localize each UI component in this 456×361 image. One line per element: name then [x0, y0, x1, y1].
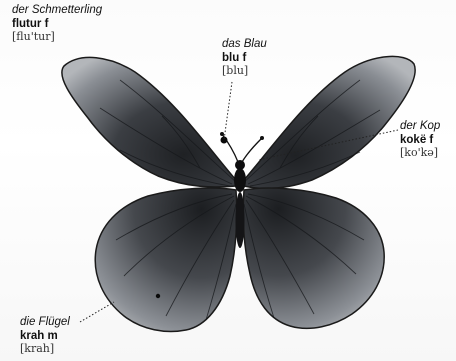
butterfly-head [235, 160, 245, 170]
upper-right-wing [244, 56, 415, 188]
butterfly-thorax [234, 168, 246, 192]
label-wings-german: die Flügel [20, 316, 70, 330]
label-wings-term: krah m [20, 330, 70, 344]
label-blue-pronunciation: [blu] [222, 65, 267, 78]
label-blue-term: blu f [222, 52, 267, 66]
label-head-german: der Kop [400, 120, 440, 134]
label-butterfly: der Schmetterling flutur f [flu'tur] [12, 4, 102, 44]
label-butterfly-pronunciation: [flu'tur] [12, 31, 102, 44]
label-wings: die Flügel krah m [krah] [20, 316, 70, 356]
label-blue: das Blau blu f [blu] [222, 38, 267, 78]
label-butterfly-german: der Schmetterling [12, 4, 102, 18]
leader-line-wings [80, 302, 114, 322]
label-head-pronunciation: [ko'kə] [400, 147, 440, 160]
label-wings-pronunciation: [krah] [20, 343, 70, 356]
leader-line-blue [224, 82, 232, 140]
label-head-term: kokë f [400, 134, 440, 148]
lower-right-wing [243, 188, 384, 328]
butterfly-abdomen [236, 192, 245, 248]
label-head: der Kop kokë f [ko'kə] [400, 120, 440, 160]
upper-left-wing [62, 57, 236, 187]
label-blue-german: das Blau [222, 38, 267, 52]
label-butterfly-term: flutur f [12, 18, 102, 32]
right-antenna [242, 138, 262, 162]
lower-left-wing [95, 188, 237, 331]
